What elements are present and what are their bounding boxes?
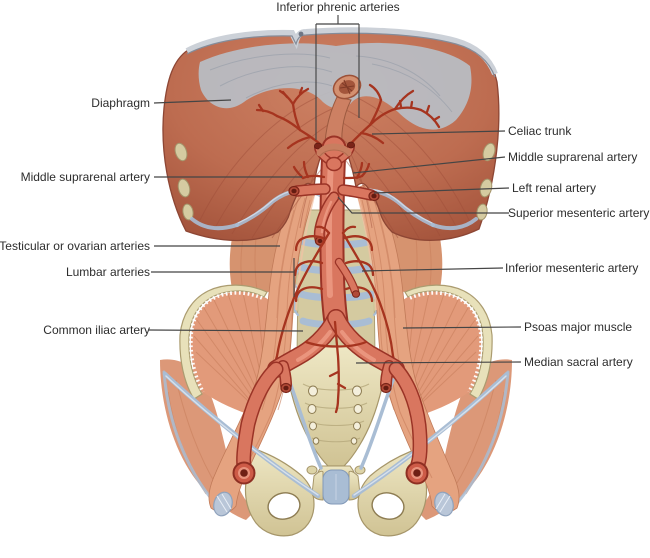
middle-suprarenal-arteries — [292, 160, 371, 180]
inferior-mesenteric-artery — [334, 257, 361, 298]
esophagus — [324, 74, 362, 147]
label-superior-mesenteric-artery: Superior mesenteric artery — [508, 206, 650, 220]
leader-inferior-phrenic — [315, 15, 360, 140]
cut-artery-ring-right — [405, 461, 429, 485]
label-inferior-phrenic-arteries: Inferior phrenic arteries — [276, 0, 400, 14]
arterial-system — [232, 83, 441, 485]
label-lumbar-arteries: Lumbar arteries — [65, 265, 150, 279]
leader-lines — [148, 15, 522, 364]
label-celiac-trunk: Celiac trunk — [508, 124, 572, 138]
leader-common-iliac — [148, 329, 304, 332]
label-testicular-or-ovarian-arteries: Testicular or ovarian arteries — [0, 239, 150, 253]
leader-lumbar — [151, 258, 295, 297]
lumbar-arteries — [293, 235, 375, 303]
cut-artery-ring-left — [232, 461, 256, 485]
median-arcuate-ligament — [316, 143, 352, 157]
label-middle-suprarenal-artery-left: Middle suprarenal artery — [20, 170, 150, 184]
label-psoas-major-muscle: Psoas major muscle — [524, 320, 633, 334]
label-middle-suprarenal-artery-right: Middle suprarenal artery — [508, 150, 638, 164]
leader-middle-suprarenal-right — [352, 156, 506, 174]
inferior-phrenic-arteries — [255, 83, 441, 154]
obturator-foramen-right — [371, 492, 405, 520]
obturator-foramen-left — [267, 492, 301, 520]
label-common-iliac-artery: Common iliac artery — [43, 323, 150, 337]
renal-arteries — [288, 183, 380, 202]
abdominal-aorta — [319, 135, 349, 335]
leader-psoas — [402, 326, 522, 329]
leader-inferior-mesenteric — [361, 267, 504, 272]
leader-superior-mesenteric — [337, 196, 509, 214]
diaphragm — [162, 27, 500, 242]
label-median-sacral-artery: Median sacral artery — [524, 355, 633, 369]
leader-left-renal — [373, 187, 510, 194]
external-iliac-arteries — [232, 361, 429, 485]
costal-rim — [185, 27, 498, 76]
median-sacral-artery — [304, 320, 368, 414]
label-inferior-mesenteric-artery: Inferior mesenteric artery — [505, 261, 639, 275]
label-left-renal-artery: Left renal artery — [512, 181, 597, 195]
leader-median-sacral — [355, 361, 522, 364]
costal-slips — [174, 142, 496, 221]
label-diaphragm: Diaphragm — [91, 96, 150, 110]
internal-iliac-arteries — [277, 360, 395, 394]
leader-diaphragm — [153, 99, 232, 104]
leader-celiac — [371, 130, 506, 135]
